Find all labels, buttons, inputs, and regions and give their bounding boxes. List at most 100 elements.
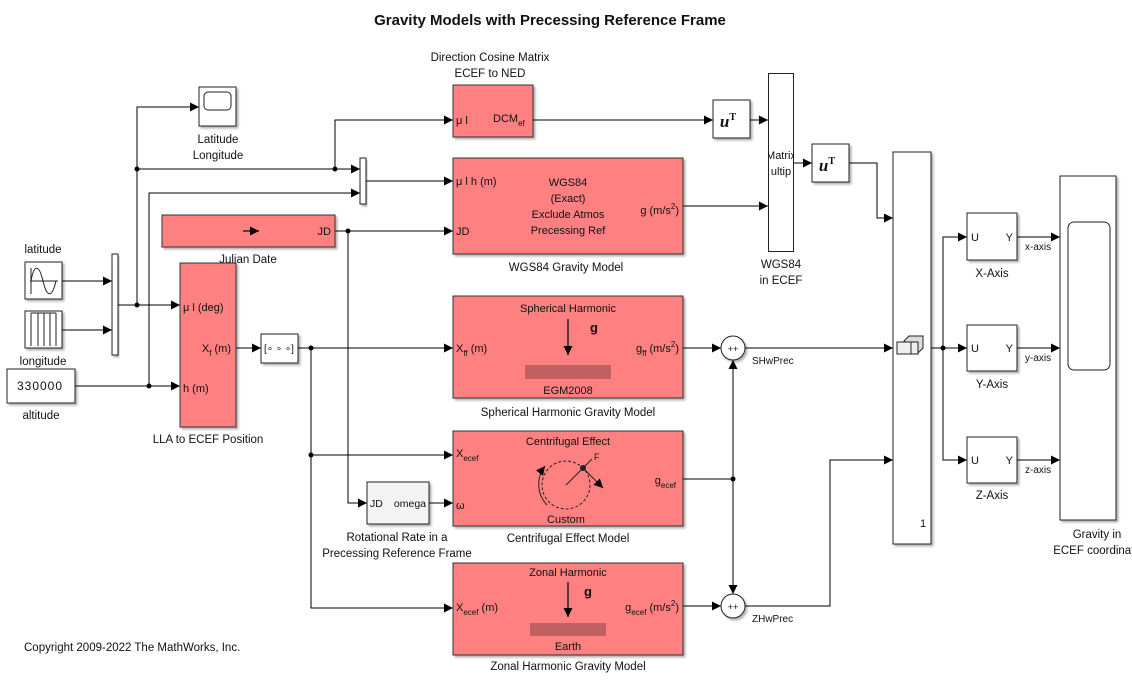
block-text: g — [584, 584, 592, 599]
port-label: μ l — [456, 115, 468, 127]
block-label: WGS84 — [761, 259, 802, 271]
signal-label: z-axis — [1025, 465, 1051, 476]
sum-signs: ++ — [728, 602, 739, 612]
block-text: EGM2008 — [543, 385, 593, 397]
signal-label: SHwPrec — [752, 356, 794, 367]
block-text: Zonal Harmonic — [529, 567, 607, 579]
port-label: DCMef — [493, 113, 526, 128]
block-text: g — [590, 320, 598, 335]
signal-label: ZHwPrec — [752, 614, 793, 625]
port-label: JD — [318, 226, 332, 238]
matrix-concatenate-block[interactable]: 1 — [892, 151, 932, 545]
mux-block[interactable] — [111, 253, 119, 356]
reshape-block[interactable]: [∘ ∘ ∘] — [260, 333, 299, 364]
matrix-concatenate-icon — [896, 335, 924, 355]
block-label: Latitude — [198, 134, 239, 146]
altitude-constant-block[interactable]: 330000 altitude — [6, 368, 76, 422]
block-text: Custom — [547, 514, 585, 526]
port-label: Y — [1006, 343, 1014, 355]
port-label: Xecef — [456, 448, 479, 463]
transpose-block[interactable]: uT — [712, 99, 751, 139]
port-label: JD — [456, 226, 470, 238]
block-label: Centrifugal Effect Model — [507, 533, 630, 545]
port-label: Xecef (m) — [456, 602, 498, 617]
block-label: Gravity in — [1073, 529, 1122, 541]
port-label: Xf (m) — [202, 343, 231, 358]
port-label: gecef (m/s2) — [625, 599, 679, 617]
block-label: Precessing Reference Frame — [322, 548, 472, 560]
block-label: Direction Cosine Matrix — [431, 52, 550, 64]
block-label: ECEF coordinate — [1053, 545, 1132, 557]
centrifugal-icon — [535, 458, 604, 510]
block-label: Spherical Harmonic Gravity Model — [481, 407, 655, 419]
gravity-scope-block[interactable]: Gravity in ECEF coordinate — [1053, 175, 1132, 557]
sine-wave-icon — [30, 267, 58, 295]
port-label: Xff (m) — [456, 343, 487, 358]
sum-block-shwprec[interactable]: ++ SHwPrec — [720, 335, 794, 367]
julian-date-block[interactable]: JD Julian Date — [161, 214, 336, 266]
block-label: Y-Axis — [976, 379, 1008, 391]
block-text: ultip — [771, 166, 791, 178]
block-label: longitude — [20, 356, 67, 368]
x-axis-block[interactable]: U Y X-Axis x-axis — [966, 212, 1051, 280]
svg-text:uT: uT — [819, 156, 835, 175]
reshape-icon: [∘ ∘ ∘] — [264, 344, 294, 355]
signal-lines — [62, 102, 1060, 613]
transpose-block[interactable]: uT — [811, 143, 850, 183]
spherical-harmonic-block[interactable]: Spherical Harmonic g EGM2008 Xff (m) gff… — [452, 295, 684, 419]
latitude-sine-block[interactable]: latitude — [24, 244, 63, 300]
latlon-scope-block[interactable]: Latitude Longitude — [193, 86, 244, 162]
port-label: U — [971, 455, 979, 467]
sum-signs: ++ — [728, 344, 739, 354]
repeating-sequence-icon — [30, 312, 57, 346]
block-label: WGS84 Gravity Model — [509, 262, 623, 274]
port-label: h (m) — [183, 383, 209, 395]
block-text: F — [594, 452, 600, 462]
svg-text:uT: uT — [720, 112, 736, 131]
port-label: omega — [394, 498, 426, 510]
block-text: (Exact) — [551, 193, 586, 205]
constant-value: 330000 — [17, 379, 63, 393]
zonal-harmonic-block[interactable]: Zonal Harmonic g Earth Xecef (m) gecef (… — [452, 562, 684, 673]
port-label: gecef — [655, 475, 677, 490]
block-text: Exclude Atmos — [532, 209, 605, 221]
port-label: Y — [1006, 232, 1014, 244]
scope-icon — [1067, 221, 1111, 371]
port-label: g (m/s2) — [640, 202, 679, 217]
port-label: U — [971, 343, 979, 355]
block-text: 1 — [920, 518, 926, 530]
wgs84-gravity-model-block[interactable]: μ l h (m) JD WGS84 (Exact) Exclude Atmos… — [452, 157, 684, 274]
block-text: Spherical Harmonic — [520, 303, 616, 315]
block-label: ECEF to NED — [455, 68, 526, 80]
mux-block[interactable] — [359, 157, 367, 205]
y-axis-block[interactable]: U Y Y-Axis y-axis — [966, 324, 1051, 391]
port-label: Y — [1006, 455, 1014, 467]
block-label: altitude — [22, 410, 59, 422]
matrix-multiply-block[interactable]: Matrix ultip WGS84 in ECEF — [760, 73, 803, 288]
port-label: JD — [370, 498, 383, 510]
block-text: Matrix — [766, 150, 796, 162]
port-label: gff (m/s2) — [636, 340, 679, 358]
centrifugal-effect-block[interactable]: Centrifugal Effect F Custom Xecef ω gece… — [452, 430, 684, 545]
z-axis-block[interactable]: U Y Z-Axis z-axis — [966, 436, 1051, 502]
port-label: μ l (deg) — [183, 302, 224, 314]
block-label: X-Axis — [975, 268, 1008, 280]
sum-block-zhwprec[interactable]: ++ ZHwPrec — [720, 593, 793, 625]
port-label: μ l h (m) — [456, 176, 497, 188]
rotational-rate-block[interactable]: JD omega Rotational Rate in a Precessing… — [322, 481, 472, 560]
block-text: Centrifugal Effect — [526, 436, 610, 448]
block-label: Z-Axis — [976, 490, 1009, 502]
block-label: in ECEF — [760, 275, 803, 287]
block-label: Longitude — [193, 150, 244, 162]
lla-to-ecef-block[interactable]: μ l (deg) Xf (m) h (m) LLA to ECEF Posit… — [153, 262, 264, 446]
signal-label: y-axis — [1025, 353, 1051, 364]
longitude-sequence-block[interactable]: longitude — [20, 310, 67, 368]
block-label: Zonal Harmonic Gravity Model — [490, 661, 645, 673]
port-label: ω — [456, 500, 465, 512]
block-label: latitude — [24, 244, 61, 256]
dcm-ecef-to-ned-block[interactable]: Direction Cosine Matrix ECEF to NED μ l … — [431, 52, 550, 138]
copyright: Copyright 2009-2022 The MathWorks, Inc. — [24, 642, 240, 654]
block-label: Rotational Rate in a — [346, 532, 448, 544]
block-text: Earth — [555, 641, 581, 653]
